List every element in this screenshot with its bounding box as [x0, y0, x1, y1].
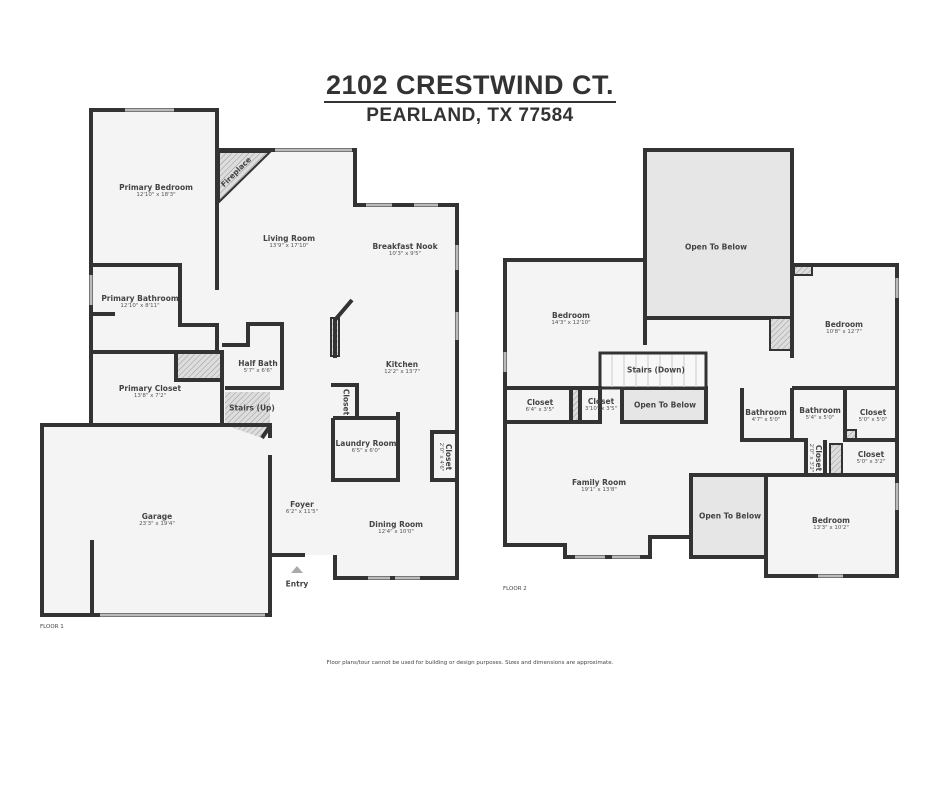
room-open-to-below-3: Open To Below [698, 511, 762, 521]
property-address: 2102 CRESTWIND CT. [0, 70, 940, 103]
room-open-to-below-2: Open To Below [633, 400, 697, 410]
floor-2-walls [503, 258, 899, 578]
entry-arrow-icon [291, 566, 303, 573]
floor-1-walls [40, 108, 459, 617]
room-stairs-down: Stairs (Down) [627, 365, 685, 375]
hatch-block [175, 352, 223, 380]
floor-2-label: FLOOR 2 [503, 586, 527, 592]
entry-label: Entry [285, 579, 309, 589]
open-to-below-stairs [620, 386, 708, 424]
property-city: PEARLAND, TX 77584 [366, 105, 574, 126]
disclaimer: Floor plans/tour cannot be used for buil… [326, 660, 614, 666]
floor-1-label: FLOOR 1 [40, 624, 64, 630]
open-to-below-top [643, 148, 794, 320]
floor-1-plan [42, 110, 457, 615]
room-stairs-up: Stairs (Up) [229, 403, 275, 413]
floor-1-windows [89, 108, 459, 617]
room-open-to-below: Open To Below [684, 242, 748, 252]
room-closet-kitchen: Closet [341, 388, 351, 416]
stairs-down [598, 351, 708, 390]
open-to-below-lower [689, 473, 768, 559]
